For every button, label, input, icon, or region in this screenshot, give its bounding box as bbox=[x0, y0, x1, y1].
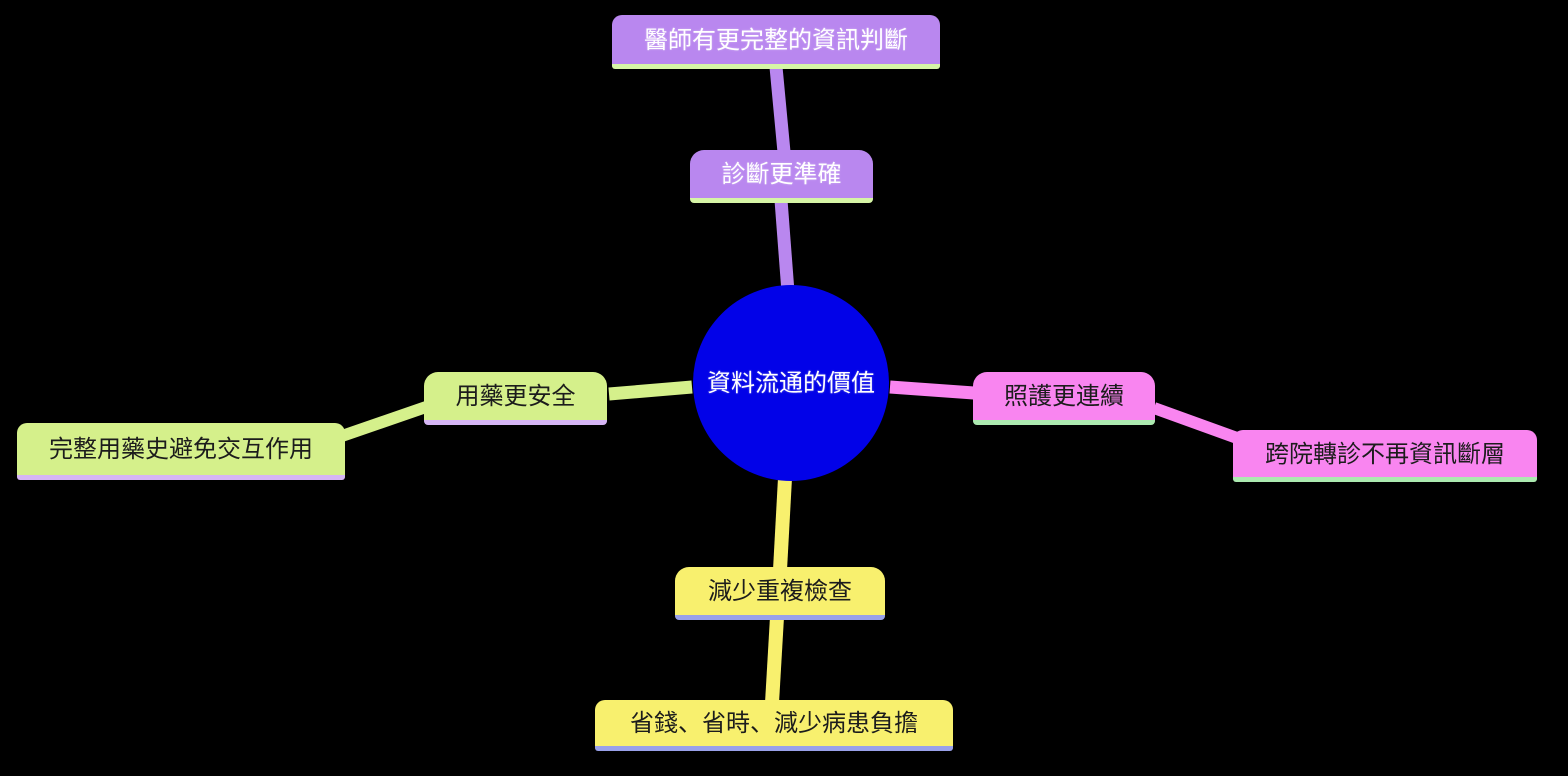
node-medication-level2-label: 完整用藥史避免交互作用 bbox=[49, 435, 313, 463]
node-medication-level2: 完整用藥史避免交互作用 bbox=[17, 423, 345, 480]
edge-medication-level1-level2 bbox=[340, 401, 428, 442]
node-care-level1: 照護更連續 bbox=[973, 372, 1155, 425]
node-cost-level1-label: 減少重複檢查 bbox=[708, 577, 852, 605]
root-node-label: 資料流通的價值 bbox=[707, 369, 875, 397]
root-node: 資料流通的價值 bbox=[693, 285, 889, 481]
node-diagnosis-level1-label: 診斷更準確 bbox=[721, 160, 842, 188]
edge-root-cost bbox=[773, 477, 792, 571]
node-care-level1-label: 照護更連續 bbox=[1004, 382, 1124, 410]
node-care-level2-label: 跨院轉診不再資訊斷層 bbox=[1265, 439, 1505, 468]
edge-care-level1-level2 bbox=[1151, 402, 1240, 444]
node-diagnosis-level1: 診斷更準確 bbox=[690, 150, 873, 203]
edge-root-diagnosis bbox=[774, 199, 795, 293]
edge-root-care bbox=[889, 380, 975, 400]
node-cost-level2: 省錢、省時、減少病患負擔 bbox=[595, 700, 953, 751]
node-diagnosis-level2-label: 醫師有更完整的資訊判斷 bbox=[644, 25, 908, 54]
edge-cost-level1-level2 bbox=[765, 616, 784, 704]
node-medication-level1-label: 用藥更安全 bbox=[455, 382, 576, 410]
node-diagnosis-level2: 醫師有更完整的資訊判斷 bbox=[612, 15, 940, 69]
edge-root-medication bbox=[608, 380, 693, 401]
node-medication-level1: 用藥更安全 bbox=[424, 372, 607, 425]
node-cost-level2-label: 省錢、省時、減少病患負擔 bbox=[630, 709, 918, 737]
node-care-level2: 跨院轉診不再資訊斷層 bbox=[1233, 430, 1537, 482]
node-cost-level1: 減少重複檢查 bbox=[675, 567, 885, 620]
edge-diagnosis-level1-level2 bbox=[769, 66, 791, 153]
